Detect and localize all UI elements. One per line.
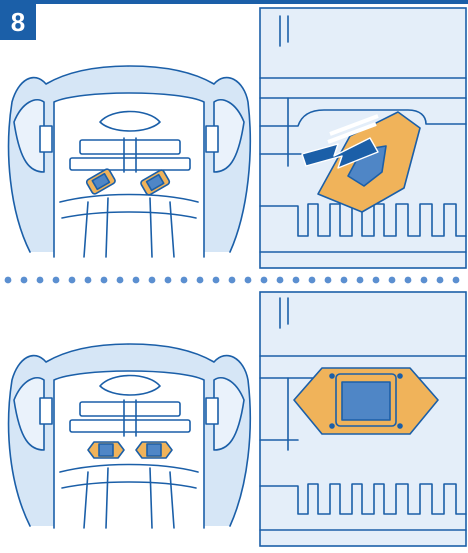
clip-right — [140, 169, 171, 196]
clip-left — [85, 168, 116, 195]
push-arrow-icon — [301, 137, 379, 169]
dotted-divider — [4, 276, 460, 284]
seat-overview-after — [7, 343, 252, 529]
clip-fastened-closeup — [293, 367, 439, 435]
top-rule — [0, 0, 468, 4]
seat-overview-before — [7, 65, 252, 258]
clip-being-pushed — [317, 111, 421, 213]
step-number-badge: 8 — [0, 4, 36, 40]
clip-closeup-after — [259, 291, 467, 547]
clip-left-fastened — [87, 441, 125, 459]
clip-closeup-before — [259, 7, 467, 269]
clip-right-fastened — [135, 441, 173, 459]
